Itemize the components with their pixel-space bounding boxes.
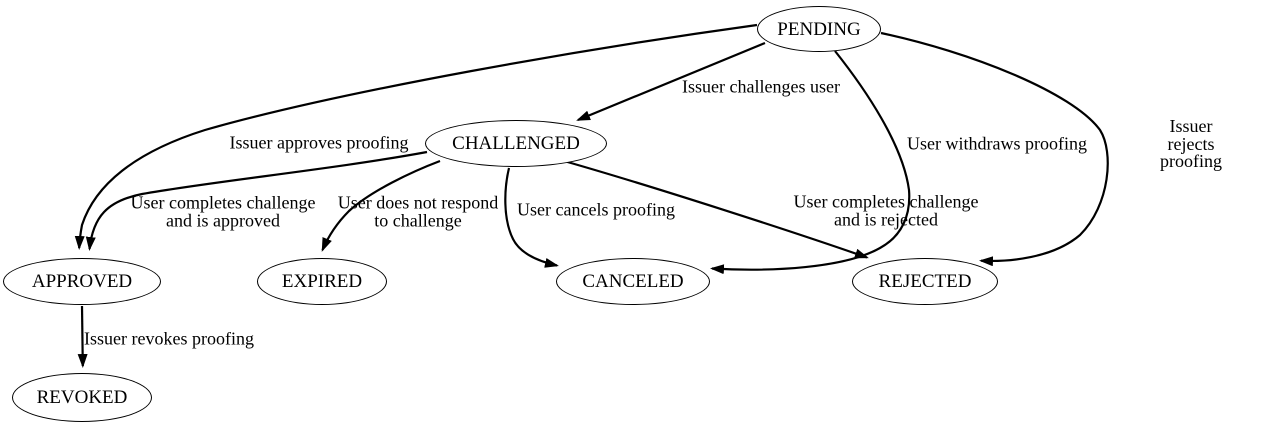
node-approved: APPROVED [3,258,161,305]
node-challenged-label: CHALLENGED [452,133,580,154]
node-approved-label: APPROVED [31,271,133,292]
node-rejected: REJECTED [852,258,998,305]
node-pending: PENDING [757,6,881,52]
edge-pending-canceled [710,50,911,275]
edge-label-issuer-revokes-proofing: Issuer revokes proofing [84,328,254,349]
node-rejected-label: REJECTED [878,271,972,292]
edge-pending-challenged [576,41,766,122]
edge-challenged-rejected [563,159,869,259]
edge-challenged-approved [85,150,428,251]
node-revoked: REVOKED [12,373,152,422]
edge-label-issuer-rejects-proofing: Issuer rejects proofing [1160,115,1222,171]
edge-label-issuer-approves-proofing: Issuer approves proofing [229,132,409,153]
edge-pending-rejected [880,31,1109,267]
edge-label-user-withdraws-proofing: User withdraws proofing [907,133,1087,154]
node-challenged: CHALLENGED [425,120,607,167]
edge-pending-approved [74,23,758,250]
edge-challenged-expired [321,159,441,252]
node-expired: EXPIRED [257,258,387,305]
edge-challenged-canceled [504,167,559,268]
edge-label-issuer-challenges-user: Issuer challenges user [682,76,840,97]
node-expired-label: EXPIRED [281,271,363,292]
edge-label-user-does-not-respond: User does not respond to challenge [337,192,499,230]
node-pending-label: PENDING [777,18,861,40]
node-revoked-label: REVOKED [36,387,128,408]
node-canceled-label: CANCELED [582,271,684,292]
edge-approved-revoked [77,305,88,368]
edge-label-user-completes-challenge-rejected: User completes challenge and is rejected [793,191,979,229]
edge-label-user-completes-challenge-approved: User completes challenge and is approved [130,192,316,230]
node-canceled: CANCELED [556,258,710,305]
edge-label-user-cancels-proofing: User cancels proofing [517,199,675,220]
